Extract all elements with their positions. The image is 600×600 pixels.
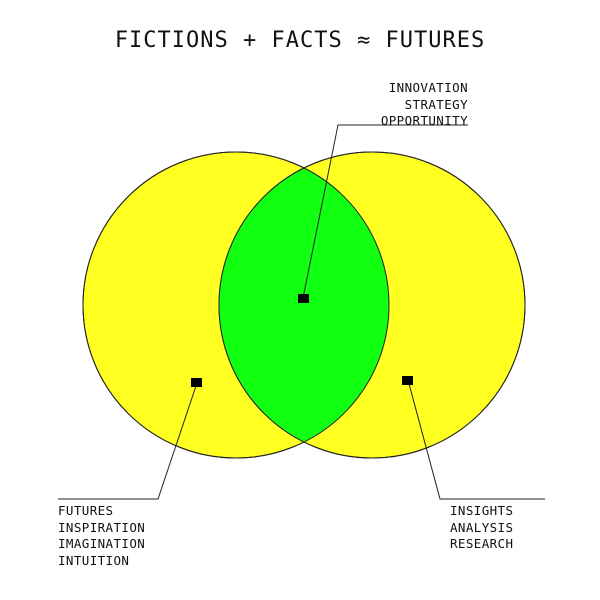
left-label-line: IMAGINATION <box>58 536 146 551</box>
left-circle-label: FUTURES INSPIRATION IMAGINATION INTUITIO… <box>58 503 145 569</box>
overlap-label-line: STRATEGY <box>404 96 468 112</box>
right-leader-line <box>407 379 545 500</box>
overlap-leader-line <box>302 124 468 299</box>
left-circle-outline <box>82 151 390 459</box>
left-label-line: INSPIRATION <box>58 519 146 535</box>
page-title: FICTIONS + FACTS ≈ FUTURES <box>114 28 486 53</box>
left-marker <box>191 378 202 387</box>
right-label-line: RESEARCH <box>450 536 514 551</box>
overlap-region <box>219 152 389 458</box>
overlap-marker <box>298 294 309 303</box>
right-circle-outline <box>218 151 526 459</box>
overlap-label-line: OPPORTUNITY <box>380 113 468 128</box>
right-label-line: INSIGHTS <box>450 503 514 518</box>
left-leader-line <box>58 382 198 500</box>
left-label-line: FUTURES <box>58 503 114 518</box>
right-circle-label: INSIGHTS ANALYSIS RESEARCH <box>450 503 513 553</box>
left-label-line: INTUITION <box>58 552 130 568</box>
right-marker <box>402 376 413 385</box>
overlap-label: INNOVATION STRATEGY OPPORTUNITY <box>381 80 468 130</box>
overlap-label-line: INNOVATION <box>388 80 468 95</box>
right-label-line: ANALYSIS <box>450 519 514 535</box>
